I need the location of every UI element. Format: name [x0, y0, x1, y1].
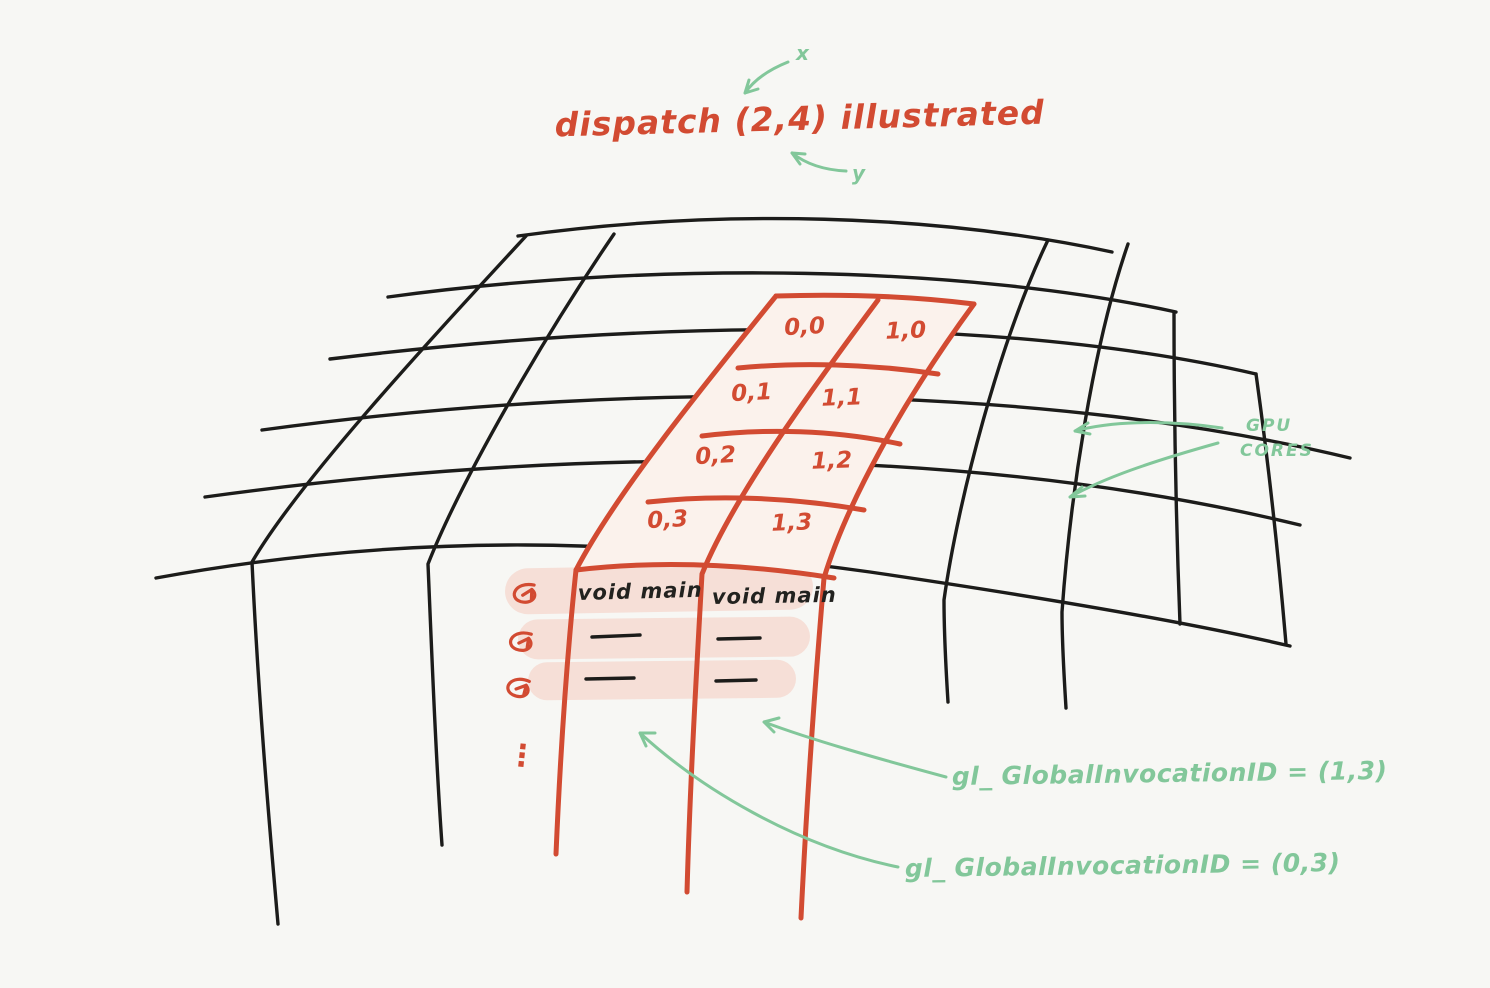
- grid-line-v: [426, 232, 616, 847]
- band-line-row: [645, 495, 867, 513]
- band-line-top: [773, 292, 977, 307]
- invocation-annotations: gl_ GlobalInvocationID = (1,3) gl_ Globa…: [638, 716, 1388, 883]
- gpu-cores-label-line1: GPU: [1246, 416, 1292, 436]
- gpu-cores-arrow-lower: [1068, 441, 1220, 499]
- grid-line-h: [516, 216, 1114, 254]
- x-axis-label: x: [795, 41, 810, 65]
- y-axis-label: y: [852, 161, 866, 185]
- code-line-dash: [714, 678, 758, 683]
- x-axis-arrow: [743, 60, 790, 95]
- band-line-col-left: [553, 293, 779, 857]
- code-line-dash: [590, 633, 642, 639]
- shader-header-right: void main: [712, 583, 837, 609]
- grid-line-v: [1254, 372, 1288, 646]
- highlight-band: [528, 659, 796, 701]
- band-line-row: [735, 362, 941, 377]
- grid-line-v: [250, 234, 528, 926]
- cell-label-1-2: 1,2: [811, 447, 853, 474]
- cell-label-0-3: 0,3: [647, 506, 689, 534]
- grid-line-v: [1060, 242, 1130, 710]
- band-line-col-right: [798, 301, 977, 921]
- gpu-cores-label-line2: CORES: [1240, 441, 1314, 461]
- band-line-col-mid: [684, 297, 881, 895]
- y-axis-arrow: [790, 151, 848, 173]
- invocation-arrow-right: [762, 716, 948, 779]
- cell-label-0-1: 0,1: [731, 379, 773, 407]
- loop-arrows: ⋮: [505, 581, 539, 775]
- invocation-arrow-left: [638, 731, 900, 869]
- cell-label-1-0: 1,0: [885, 317, 927, 344]
- dispatch-band: [553, 292, 977, 921]
- cell-label-1-1: 1,1: [821, 384, 863, 411]
- grid-line-v: [942, 238, 1050, 704]
- code-line-dash: [584, 676, 636, 681]
- highlight-band: [518, 616, 810, 660]
- highlight-band: [505, 563, 813, 615]
- gpu-cores-annotation: GPU CORES: [1068, 416, 1314, 499]
- cell-label-0-0: 0,0: [784, 313, 826, 341]
- cell-label-0-2: 0,2: [695, 442, 737, 470]
- code-line-dash: [716, 636, 762, 641]
- cell-label-1-3: 1,3: [771, 509, 813, 536]
- grid-line-v: [1172, 310, 1182, 626]
- gpu-cores-arrow-upper: [1073, 421, 1224, 436]
- invocation-label-right: gl_ GlobalInvocationID = (1,3): [952, 756, 1388, 791]
- code-highlight-bands: [505, 563, 813, 701]
- shader-columns: void main void main: [578, 578, 837, 683]
- shader-header-left: void main: [578, 578, 703, 605]
- cell-labels: 0,0 1,0 0,1 1,1 0,2 1,2 0,3 1,3: [647, 313, 927, 537]
- ellipsis-marker: ⋮: [505, 737, 538, 775]
- invocation-label-left: gl_ GlobalInvocationID = (0,3): [905, 848, 1341, 883]
- band-line-row: [699, 428, 903, 447]
- grid-line-h: [386, 271, 1178, 314]
